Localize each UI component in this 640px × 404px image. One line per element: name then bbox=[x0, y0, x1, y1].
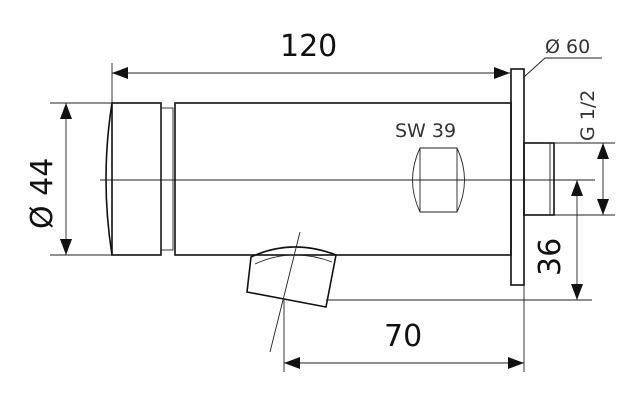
dimension-thread bbox=[554, 142, 615, 216]
dimension-120 bbox=[111, 63, 510, 103]
dimension-36 bbox=[326, 180, 592, 301]
spout bbox=[246, 231, 337, 353]
dimension-70 bbox=[283, 285, 525, 372]
flange-diameter-label: Ø 60 bbox=[545, 36, 590, 58]
wrench-size-label: SW 39 bbox=[395, 120, 456, 142]
flange-leader-line bbox=[523, 57, 602, 78]
dimension-44 bbox=[50, 102, 112, 256]
valve-body bbox=[174, 102, 512, 256]
outlet-height-label: 36 bbox=[533, 238, 568, 276]
thread-label: G 1/2 bbox=[577, 90, 599, 141]
push-button-cap bbox=[105, 102, 174, 256]
hex-nut bbox=[412, 147, 465, 213]
length-label: 120 bbox=[280, 29, 337, 64]
thread-nipple bbox=[523, 142, 555, 216]
wall-flange bbox=[510, 68, 525, 286]
outlet-offset-label: 70 bbox=[384, 319, 422, 354]
body-diameter-label: Ø 44 bbox=[25, 158, 60, 229]
